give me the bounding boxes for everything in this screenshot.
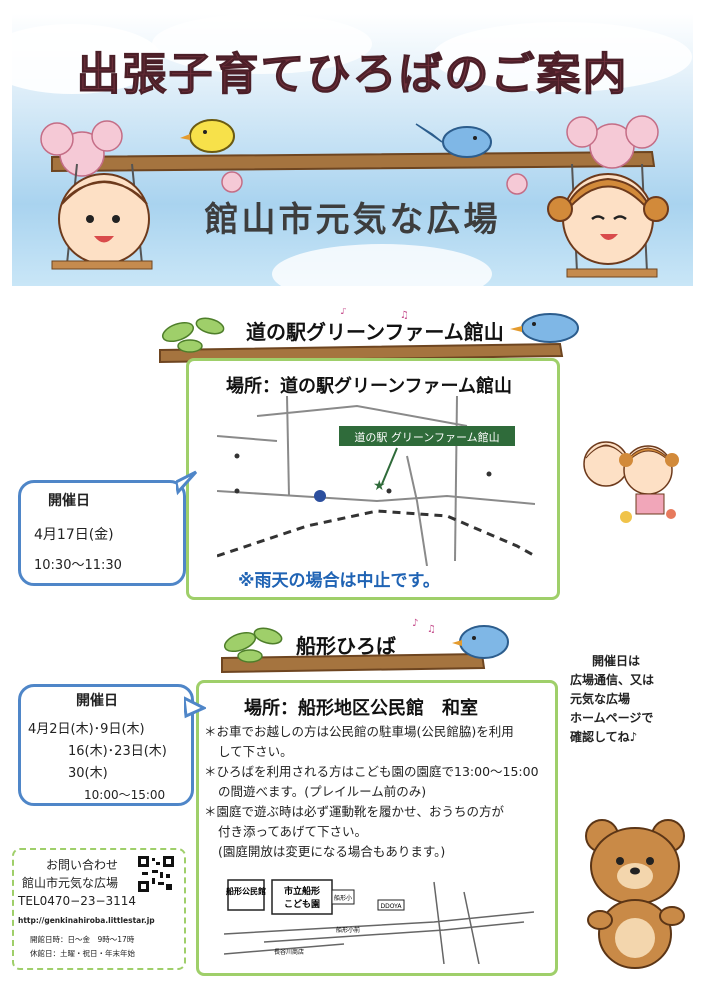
side-note-line: 確認してね♪ [570,730,638,744]
side-note-line: 元気な広場 [570,692,631,706]
location-star-icon: ★ [373,478,386,494]
rain-note: ※雨天の場合は中止です。 [238,571,440,591]
section1-map: 道の駅 グリーンファーム館山 ★ [217,396,535,566]
section2-heading: 船形ひろば [296,634,396,658]
svg-text:♪: ♪ [412,618,418,629]
header-illustration [40,115,669,278]
note-line: ＊園庭で遊ぶ時は必ず運動靴を履かせ、おうちの方が [204,804,505,819]
blue-bird-icon [415,123,492,158]
map-hall: 船形公民館 [226,886,266,896]
header-banner: 出張子育てひろばのご案内 [12,14,693,286]
map-kinder: こども園 [284,898,320,910]
section2-box [196,680,558,976]
bubble-tail [176,470,198,496]
section1-heading: 道の駅グリーンファーム館山 [246,320,504,344]
note-line: ＊ひろばを利用される方はこども園の園庭で13:00〜15:00 [204,764,539,779]
bubble-tail [184,696,206,719]
schedule-line: 4月2日(木)･9日(木) [28,722,145,737]
schedule-label: 開催日 [48,493,90,509]
section2-notes: ＊お車でお越しの方は公民館の駐車場(公民館脇)を利用 して下さい。 ＊ひろばを利… [204,722,548,862]
blue-bird-icon [510,313,579,343]
subtitle: 館山市元気な広場 [204,200,501,240]
note-line: (園庭開放は変更になる場合もあります。) [218,844,446,859]
section2-map: 船形公民館 市立船形 こども園 船形小 DDOYA 船形小前 長谷川商店 [224,879,534,964]
map-road: 長谷川商店 [274,948,304,956]
schedule-line: 16(木)･23日(木) [68,744,167,759]
contact-org: 館山市元気な広場 [22,876,119,890]
section2-branch: ♪ ♫ [221,618,509,674]
route-marker-icon [314,490,326,502]
note-line: して下さい。 [218,744,293,759]
section1-branch: ♪ ♫ [159,308,579,364]
map-school: 船形小 [334,894,352,902]
schedule-time: 10:00〜15:00 [84,788,166,802]
section2-schedule [18,684,194,806]
girl-swing-icon [547,163,669,278]
section2-place: 場所：船形地区公民館 和室 [244,698,478,719]
schedule-label: 開催日 [76,693,118,709]
schedule-line: 30(木) [68,766,108,781]
contact-tel: TEL0470−23−3114 [18,894,137,908]
side-note-line: 広場通信、又は [570,673,655,687]
map-school2: 船形小前 [336,926,360,934]
yellow-bird-icon [180,119,235,153]
map-store: DDOYA [381,903,403,910]
contact-url[interactable]: http://genkinahiroba.littlestar.jp [18,916,155,925]
side-note: 開催日は 広場通信、又は 元気な広場 ホームページで 確認してね♪ [570,652,654,747]
schedule-date: 4月17日(金) [34,527,114,543]
svg-text:♫: ♫ [400,310,409,321]
qr-code-icon[interactable] [138,856,174,892]
bear-icon [585,819,685,969]
schedule-time: 10:30〜11:30 [34,558,122,573]
kids-playing-icon [583,441,679,523]
contact-title: お問い合わせ [46,858,119,872]
map-kinder: 市立船形 [284,885,320,897]
contact-hours: 開館日時：日〜金 9時〜17時 [30,935,135,944]
contact-closed: 休館日：土曜・祝日・年末年始 [30,949,135,958]
boy-swing-icon [51,163,153,270]
side-note-line: ホームページで [570,711,654,725]
blue-bird-icon [452,625,509,659]
section1-schedule [18,480,186,586]
note-line: ＊お車でお越しの方は公民館の駐車場(公民館脇)を利用 [204,724,514,739]
side-note-line: 開催日は [592,654,641,668]
svg-text:♪: ♪ [340,308,346,317]
note-line: の間遊べます。(プレイルーム前のみ) [218,784,427,799]
note-line: 付き添ってあげて下さい。 [218,824,368,839]
section1-place: 場所：道の駅グリーンファーム館山 [226,376,513,397]
svg-text:♫: ♫ [427,624,436,635]
map-label: 道の駅 グリーンファーム館山 [354,430,499,444]
main-title: 出張子育てひろばのご案内 [76,49,629,101]
